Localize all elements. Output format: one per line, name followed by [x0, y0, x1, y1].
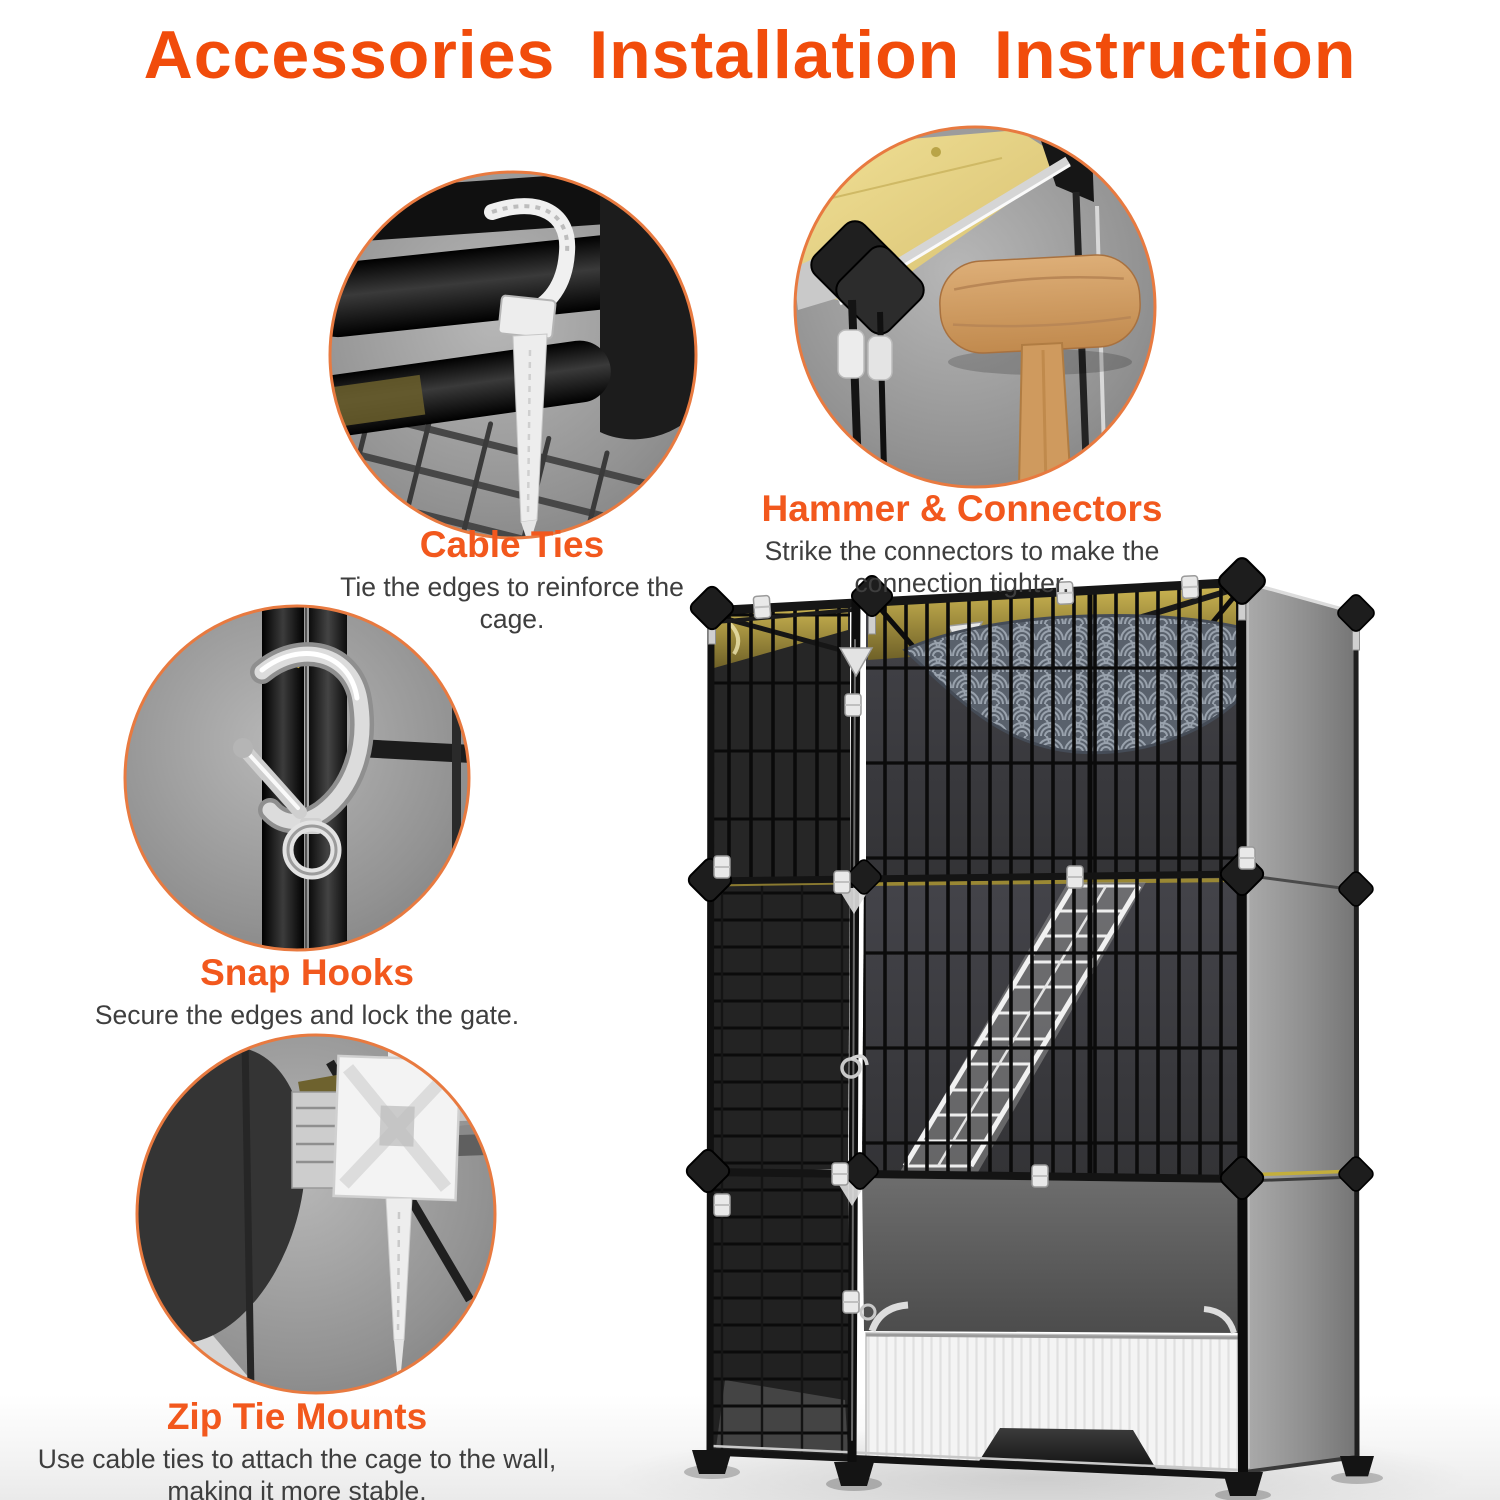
photo-circle-border	[328, 170, 698, 540]
cage-front-panels	[710, 583, 1242, 1472]
zip-tie-mounts-photo	[135, 1033, 497, 1395]
cable-tie	[484, 198, 576, 538]
cable-ties-description: Tie the edges to reinforce the cage.	[340, 571, 684, 635]
hammer-connectors-description: Strike the connectors to make the connec…	[764, 535, 1160, 599]
photo-circle-border	[793, 125, 1157, 489]
callout-snap-hooks: Snap Hooks Secure the edges and lock the…	[47, 952, 567, 1031]
callout-zip-tie-mounts: Zip Tie Mounts Use cable ties to attach …	[7, 1396, 587, 1500]
zip-tie-mounts-description: Use cable ties to attach the cage to the…	[37, 1443, 557, 1500]
wooden-hammer	[939, 254, 1141, 487]
gate-hook	[840, 1054, 877, 1321]
zip-tie-mount	[291, 1042, 462, 1392]
corner-connector	[795, 220, 925, 471]
hammer-connectors-heading: Hammer & Connectors	[761, 488, 1163, 529]
callout-hammer-connectors: Hammer & Connectors Strike the connector…	[737, 488, 1187, 600]
snap-hook	[233, 642, 375, 880]
page-title: Accessories Installation Instruction	[143, 17, 1357, 93]
front-plastic-panel	[862, 1173, 1240, 1333]
snap-hooks-description: Secure the edges and lock the gate.	[94, 999, 520, 1030]
photo-circle-border	[123, 604, 471, 952]
snap-hooks-photo	[123, 604, 471, 952]
zip-tie-mounts-heading: Zip Tie Mounts	[166, 1396, 428, 1437]
litter-box-drawer	[865, 1301, 1242, 1472]
hammer-connectors-photo	[793, 125, 1157, 489]
cage-connectors	[682, 553, 1383, 1500]
cable-ties-heading: Cable Ties	[419, 524, 605, 565]
snap-hooks-heading: Snap Hooks	[200, 952, 414, 993]
photo-circle-border	[135, 1033, 497, 1395]
callout-cable-ties: Cable Ties Tie the edges to reinforce th…	[332, 524, 692, 636]
cage-side-panel	[1243, 578, 1358, 1474]
cat-cage-product-photo	[610, 553, 1470, 1500]
